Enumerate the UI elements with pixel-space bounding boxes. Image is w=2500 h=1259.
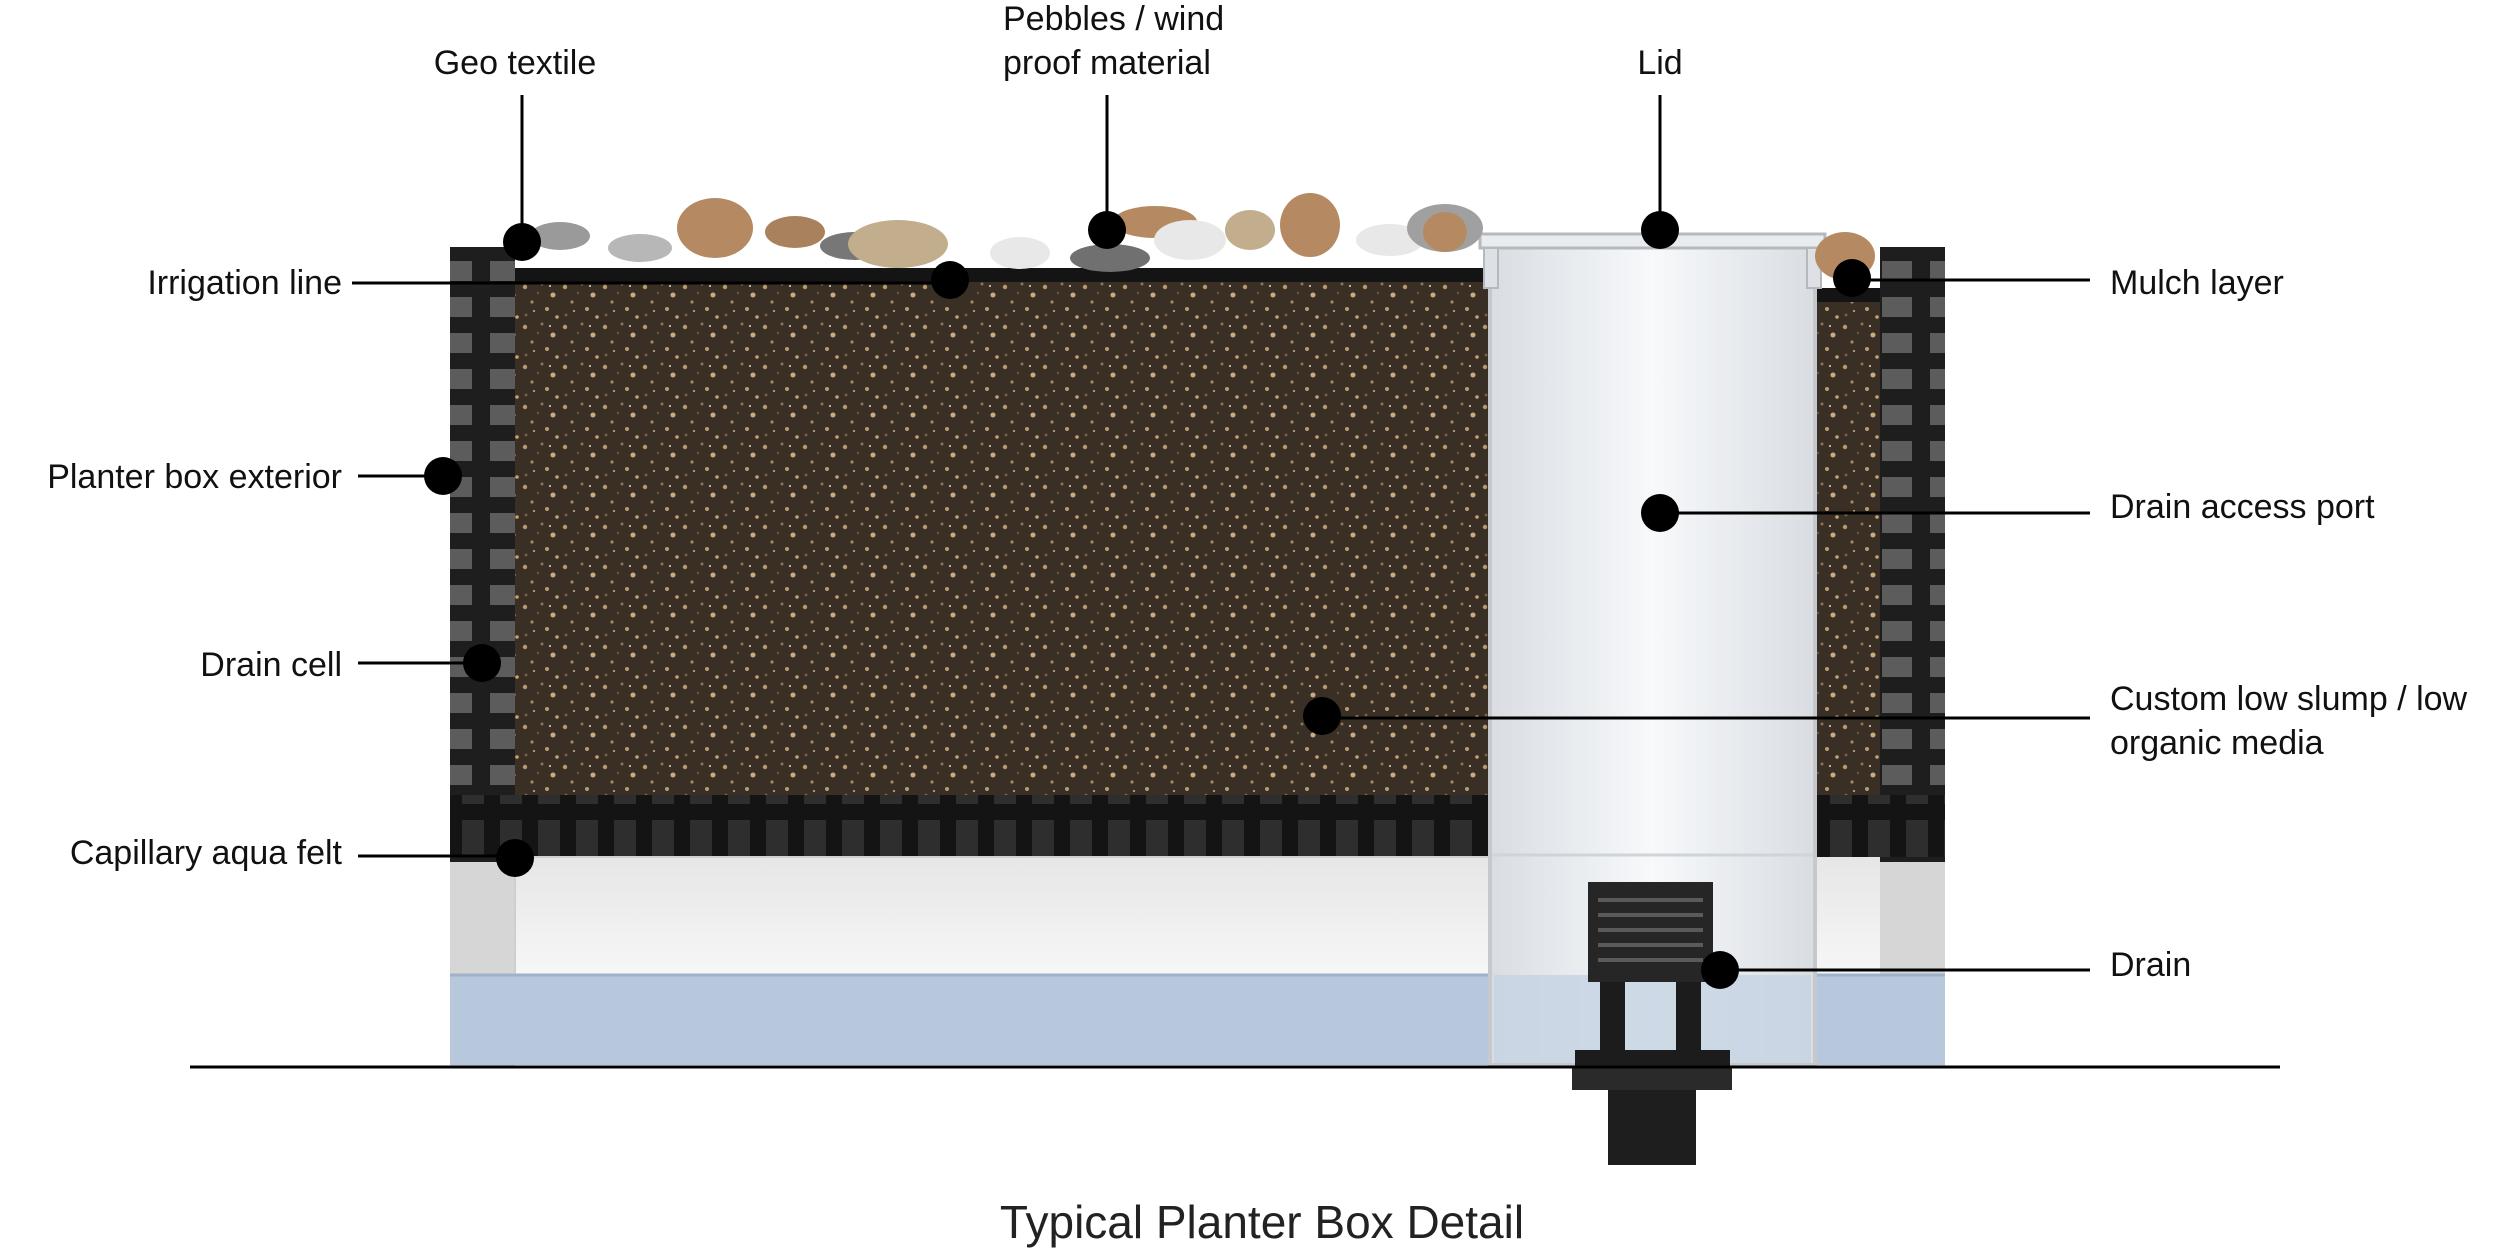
callout-custom-media: Custom low slump / low organic media [1303,680,2468,762]
label-pebbles-line1: Pebbles / wind [1003,0,1224,38]
callout-capillary-aqua-felt: Capillary aqua felt [70,834,534,877]
planter-box [450,232,1945,1165]
port-water [1494,975,1811,1063]
label-drain-cell: Drain cell [200,646,342,684]
label-mulch-layer: Mulch layer [2110,264,2284,302]
label-planter-box-exterior: Planter box exterior [47,458,342,496]
mulch-band [515,268,1490,282]
label-lid: Lid [1637,44,1682,82]
callout-drain-access-port: Drain access port [1641,488,2375,532]
label-drain-access-port: Drain access port [2110,488,2375,526]
callout-geo-textile: Geo textile [434,44,597,261]
callout-lid: Lid [1637,44,1683,249]
drain-cell-layer-right [1815,795,1945,857]
planter-box-exterior-right [1880,247,1945,862]
label-media-line2: organic media [2110,724,2324,762]
label-media-line1: Custom low slump / low [2110,680,2468,718]
callout-mulch-layer: Mulch layer [1833,259,2284,302]
callout-drain: Drain [1701,946,2191,989]
felt-reservoir [514,856,1491,978]
label-irrigation-line: Irrigation line [147,264,342,302]
growing-media-right [1815,300,1880,795]
diagram-title: Typical Planter Box Detail [1000,1196,1524,1248]
drain-fitting [1572,882,1732,1165]
label-drain: Drain [2110,946,2191,984]
pebbles [530,193,1875,280]
callout-drain-cell: Drain cell [200,644,501,684]
label-geo-textile: Geo textile [434,44,597,82]
felt-reservoir-right [1815,857,1880,977]
lid-clip-left [1483,247,1499,289]
callout-irrigation-line: Irrigation line [147,261,969,302]
callout-planter-box-exterior: Planter box exterior [47,457,462,496]
drain-cell-layer [450,795,1490,857]
label-pebbles-line2: proof material [1003,44,1211,82]
label-capillary-aqua-felt: Capillary aqua felt [70,834,343,872]
planter-box-exterior-left [450,247,515,862]
callout-pebbles: Pebbles / wind proof material [1003,0,1224,249]
